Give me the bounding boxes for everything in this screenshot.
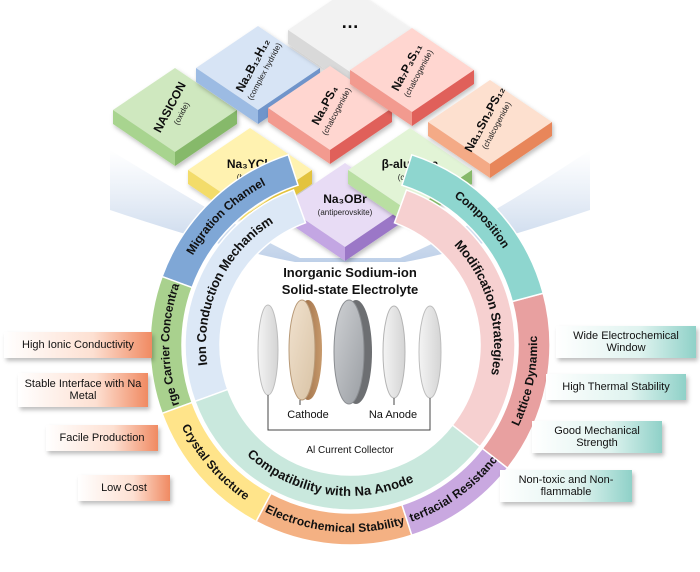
na-anode-disc — [382, 305, 406, 399]
outer-ring-segment — [149, 275, 194, 415]
tile-left-face — [428, 122, 490, 178]
right-tag-wide-window: Wide Electrochemical Window — [556, 326, 696, 358]
right-tag-non-toxic: Non-toxic and Non-flammable — [500, 470, 632, 502]
center-title-line2: Solid-state Electrolyte — [282, 282, 419, 297]
outer-ring-segment — [255, 492, 413, 546]
tile-main-label: Na₃OBr — [323, 192, 367, 206]
inner-ring-segment — [393, 188, 516, 448]
tile-right-face — [412, 70, 474, 126]
center-title-line1: Inorganic Sodium-ion — [283, 265, 417, 280]
battery-illustration: Inorganic Sodium-ion Solid-state Electro… — [257, 265, 442, 456]
tile-left-face — [113, 110, 175, 166]
right-tag-thermal-stability: High Thermal Stability — [546, 374, 686, 400]
tile-right-face — [175, 110, 237, 166]
left-tag-high-ionic-conductivity: High Ionic Conductivity — [4, 332, 152, 358]
tile-left-face — [350, 70, 412, 126]
left-tag-low-cost: Low Cost — [78, 475, 170, 501]
right-tag-label: Good Mechanical Strength — [554, 425, 640, 449]
tile-left-face — [196, 68, 258, 124]
tile-sub-label: (antiperovskite) — [318, 208, 373, 217]
cathode-label: Cathode — [287, 409, 329, 421]
cathode-disc — [288, 299, 316, 401]
right-tag-label: Non-toxic and Non-flammable — [518, 474, 614, 498]
collector-bracket — [267, 395, 431, 431]
tile-right-face — [345, 205, 407, 261]
right-tag-mechanical-strength: Good Mechanical Strength — [532, 421, 662, 453]
inner-ring-segment — [184, 188, 307, 403]
outer-ring-segment — [400, 447, 509, 537]
outer-ring-segment — [161, 153, 300, 289]
electrolyte-disc — [333, 299, 365, 405]
anode-label: Na Anode — [369, 409, 417, 421]
tile-8: Na₁₁Sn₂PS₁₂(chalcogenide) — [428, 80, 552, 178]
inner-ring-segment — [193, 388, 482, 511]
tile-4: Na₇P₃S₁₁(chalcogenide) — [350, 28, 474, 126]
tile-right-face — [330, 108, 392, 164]
tile-main-label: … — [341, 12, 359, 32]
current-collector-left-disc — [257, 304, 279, 396]
right-tag-label: High Thermal Stability — [562, 381, 670, 393]
outer-ring-segment — [161, 401, 273, 523]
left-tag-label: Stable Interface with Na Metal — [24, 378, 142, 402]
tile-0: NASICON(oxide) — [113, 68, 237, 166]
left-tag-facile-production: Facile Production — [46, 425, 158, 451]
tile-left-face — [348, 170, 410, 226]
outer-ring-segment — [400, 153, 545, 303]
left-tag-label: Facile Production — [59, 432, 145, 444]
tile-left-face — [268, 108, 330, 164]
left-tag-stable-interface: Stable Interface with Na Metal — [18, 373, 148, 407]
left-tag-label: High Ionic Conductivity — [22, 339, 134, 351]
right-tag-label: Wide Electrochemical Window — [573, 330, 679, 354]
tile-right-face — [490, 122, 552, 178]
current-collector-right-disc — [418, 305, 442, 399]
collector-label: Al Current Collector — [306, 445, 394, 456]
tile-top — [288, 0, 412, 72]
left-tag-label: Low Cost — [101, 482, 147, 494]
